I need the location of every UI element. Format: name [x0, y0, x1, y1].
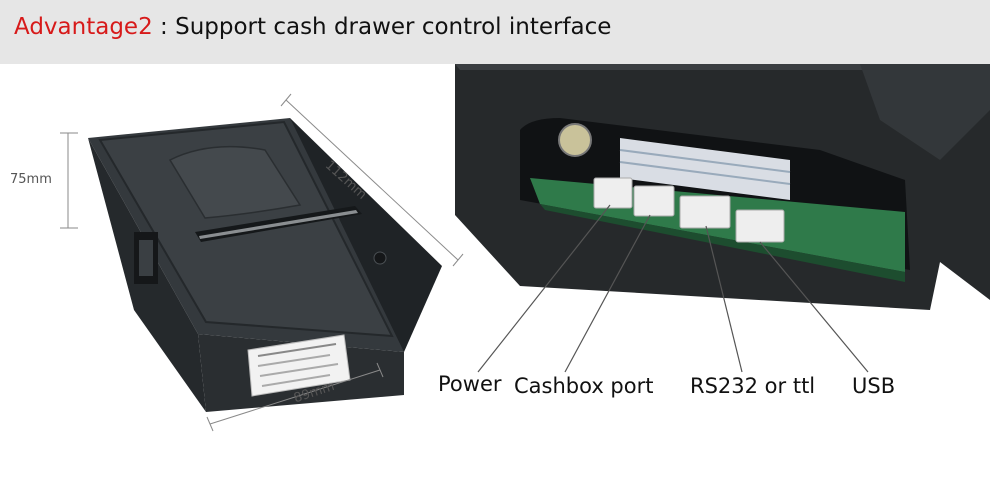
power-leader	[477, 204, 611, 373]
width-dimension-tick	[376, 362, 384, 378]
depth-dimension-tick	[452, 253, 464, 267]
usb-leader	[759, 241, 869, 373]
pcb-edge	[540, 204, 905, 282]
power-connector	[593, 177, 633, 209]
housing-upper-block	[860, 64, 990, 160]
cashbox-leader	[564, 214, 651, 373]
dimension-lines	[60, 93, 464, 432]
side-connector-slot	[139, 240, 153, 276]
ribbon-stripe	[619, 149, 791, 173]
label-line	[259, 363, 339, 377]
connector-closeup-image	[455, 64, 990, 310]
header-separator: :	[160, 14, 168, 40]
label-line	[257, 343, 337, 357]
width-dimension-tick	[206, 416, 214, 432]
housing-top-edge	[455, 64, 990, 70]
port-connectors	[593, 177, 785, 243]
ribbon-stripe	[619, 161, 791, 185]
label-line	[261, 374, 331, 387]
cutter-teeth	[199, 210, 358, 239]
width-dimension-line	[209, 369, 381, 425]
header-banner: Advantage2 : Support cash drawer control…	[0, 0, 990, 64]
usb-connector	[735, 209, 785, 243]
label-line	[257, 354, 331, 367]
cashbox-connector	[633, 185, 675, 217]
ribbon-cable	[620, 138, 790, 200]
depth-dimension-line	[285, 99, 459, 261]
rs232-connector	[679, 195, 731, 229]
feed-button	[373, 251, 387, 265]
header-title-text: Support cash drawer control interface	[175, 14, 612, 40]
header-title: Advantage2 : Support cash drawer control…	[14, 14, 611, 40]
motor-coil	[558, 123, 592, 157]
depth-dimension-tick	[280, 93, 292, 107]
printer-module-image	[88, 118, 442, 412]
usb-port-label: USB	[852, 374, 896, 398]
leader-lines	[477, 204, 869, 373]
paper-cover	[168, 145, 302, 219]
serial-port-label: RS232 or ttl	[690, 374, 816, 398]
serial-leader	[705, 225, 743, 373]
cashbox-port-label: Cashbox port	[514, 374, 654, 398]
advantage-label: Advantage2	[14, 14, 153, 40]
height-dimension-label: 75mm	[10, 172, 52, 187]
power-port-label: Power	[438, 372, 502, 396]
